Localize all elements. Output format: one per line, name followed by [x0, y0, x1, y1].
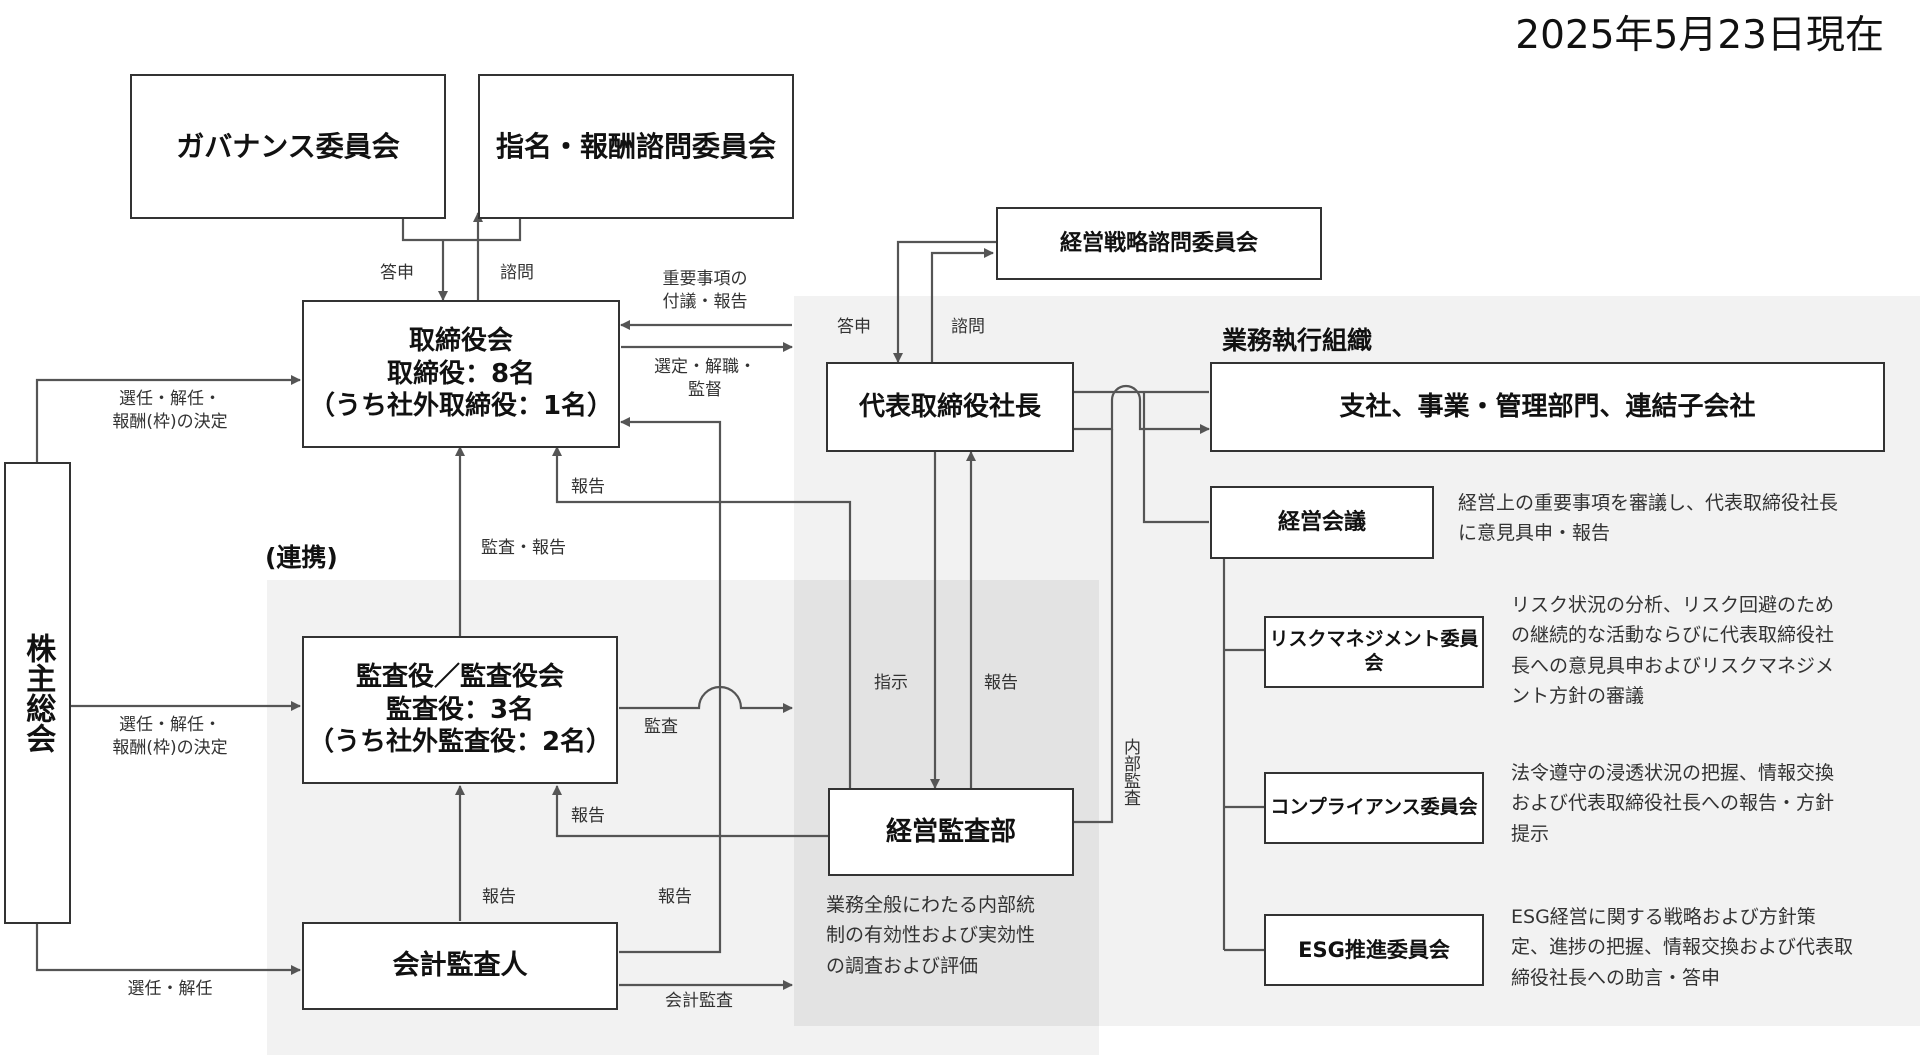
label-report-ia-auditors: 報告	[571, 806, 605, 826]
arrow-president-divisions	[1142, 392, 1209, 524]
desc-internal-audit: 業務全般にわたる内部統 制の有効性および実効性 の調査および評価	[826, 894, 1036, 977]
label-elect-board: 選任・解任・ 報酬(枠)の決定	[112, 389, 228, 432]
label-report-acc-auditors: 報告	[482, 887, 516, 907]
arrow-ia-board	[552, 446, 852, 504]
label-important-matters: 重要事項の 付議・報告	[662, 269, 748, 312]
shareholders-box: 株主総会	[4, 462, 71, 924]
label-report-ia-board: 報告	[571, 477, 605, 497]
management-meeting-box: 経営会議	[1210, 486, 1434, 559]
president-box: 代表取締役社長	[826, 362, 1074, 452]
divisions-box: 支社、事業・管理部門、連結子会社	[1210, 362, 1885, 452]
label-toshin-strategy: 答申	[837, 317, 871, 337]
arrow-elect-accounting	[35, 924, 301, 975]
arrow-divisions	[1074, 384, 1210, 434]
label-appoint-dismiss: 選定・解職・ 監督	[654, 357, 756, 400]
board-box: 取締役会 取締役：8名 （うち社外取締役：1名）	[302, 300, 620, 448]
arrow-ia-auditors	[552, 785, 830, 838]
risk-committee-box: リスクマネジメント委員会	[1264, 616, 1484, 688]
desc-risk: リスク状況の分析、リスク回避のため の継続的な活動ならびに代表取締役社 長への意…	[1511, 594, 1835, 708]
label-audit-report: 監査・報告	[481, 538, 566, 558]
desc-compliance: 法令遵守の浸透状況の把握、情報交換 および代表取締役社長への報告・方針 提示	[1511, 762, 1835, 845]
esg-committee-box: ESG推進委員会	[1264, 914, 1484, 986]
arrow-strategy-shimon	[930, 248, 994, 362]
renkei-label: (連携)	[265, 543, 338, 572]
label-audit: 監査	[644, 717, 678, 737]
strategy-committee-box: 経営戦略諮問委員会	[996, 207, 1322, 280]
label-elect-auditors: 選任・解任・ 報酬(枠)の決定	[112, 715, 228, 758]
auditors-box: 監査役／監査役会 監査役：3名 （うち社外監査役：2名）	[302, 636, 618, 784]
desc-esg: ESG経営に関する戦略および方針策 定、進捗の把握、情報交換および代表取 締役社…	[1511, 906, 1854, 989]
label-instruction: 指示	[874, 673, 908, 693]
desc-management-meeting: 経営上の重要事項を審議し、代表取締役社長 に意見具申・報告	[1458, 492, 1839, 545]
label-report-acc-board: 報告	[658, 887, 692, 907]
label-toshin-governance: 答申	[380, 263, 414, 283]
exec-org-label: 業務執行組織	[1222, 326, 1373, 355]
label-elect-accounting: 選任・解任	[127, 979, 213, 999]
nomination-committee-box: 指名・報酬諮問委員会	[478, 74, 794, 219]
internal-audit-box: 経営監査部	[828, 788, 1074, 876]
label-accounting-audit: 会計監査	[665, 991, 733, 1011]
compliance-committee-box: コンプライアンス委員会	[1264, 772, 1484, 844]
governance-committee-box: ガバナンス委員会	[130, 74, 446, 219]
label-shimon-governance: 諮問	[500, 263, 534, 283]
line-internal-audit	[1074, 429, 1114, 824]
arrow-elect-board	[35, 375, 301, 463]
arrow-strategy-toshin	[893, 240, 997, 363]
arrow-audit	[619, 685, 793, 713]
label-report-president: 報告	[984, 673, 1018, 693]
accounting-auditor-box: 会計監査人	[302, 922, 618, 1010]
label-internal-audit: 内部監査	[1119, 738, 1140, 806]
date-label: 2025年5月23日現在	[1515, 13, 1884, 58]
label-shimon-strategy: 諮問	[951, 317, 985, 337]
shareholders-label: 株主総会	[20, 633, 56, 753]
